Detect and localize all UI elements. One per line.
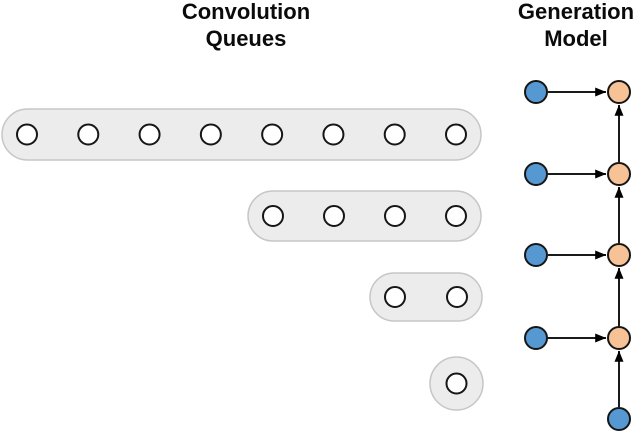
queue-pill-2 [247, 190, 482, 242]
queue-slot [16, 123, 38, 146]
generation-edges-group [548, 87, 624, 407]
queue-slot [199, 123, 222, 146]
output-node [607, 243, 631, 267]
queue-slot [384, 205, 406, 227]
output-node [607, 80, 631, 104]
input-node [524, 243, 548, 267]
queue-slot [445, 205, 467, 227]
generation-model-title-line2: Model [544, 26, 608, 51]
output-node [607, 326, 631, 350]
queue-pill-3 [369, 272, 483, 322]
queue-slot [445, 123, 467, 146]
convolution-queues-title-line1: Convolution [181, 0, 311, 24]
output-node [607, 162, 631, 186]
queue-slot [138, 123, 161, 146]
input-node [524, 80, 548, 104]
queue-pill-1 [1, 108, 482, 161]
queue-slot [323, 205, 345, 227]
queue-slot [262, 205, 284, 227]
input-node [524, 326, 548, 350]
convolution-queues-title-line2: Queues [205, 26, 287, 51]
convolution-queues-group [1, 108, 484, 411]
input-node [524, 162, 548, 186]
generation-model-title-line1: Generation [517, 0, 635, 24]
queue-slot [383, 123, 406, 146]
queue-slot [446, 286, 468, 308]
generation-nodes-group [524, 80, 631, 431]
queue-slot [322, 123, 345, 146]
input-node [607, 407, 631, 431]
queue-slot [445, 372, 468, 395]
queue-slot [77, 123, 100, 146]
queue-slot [261, 123, 284, 146]
queue-slot [384, 286, 406, 308]
